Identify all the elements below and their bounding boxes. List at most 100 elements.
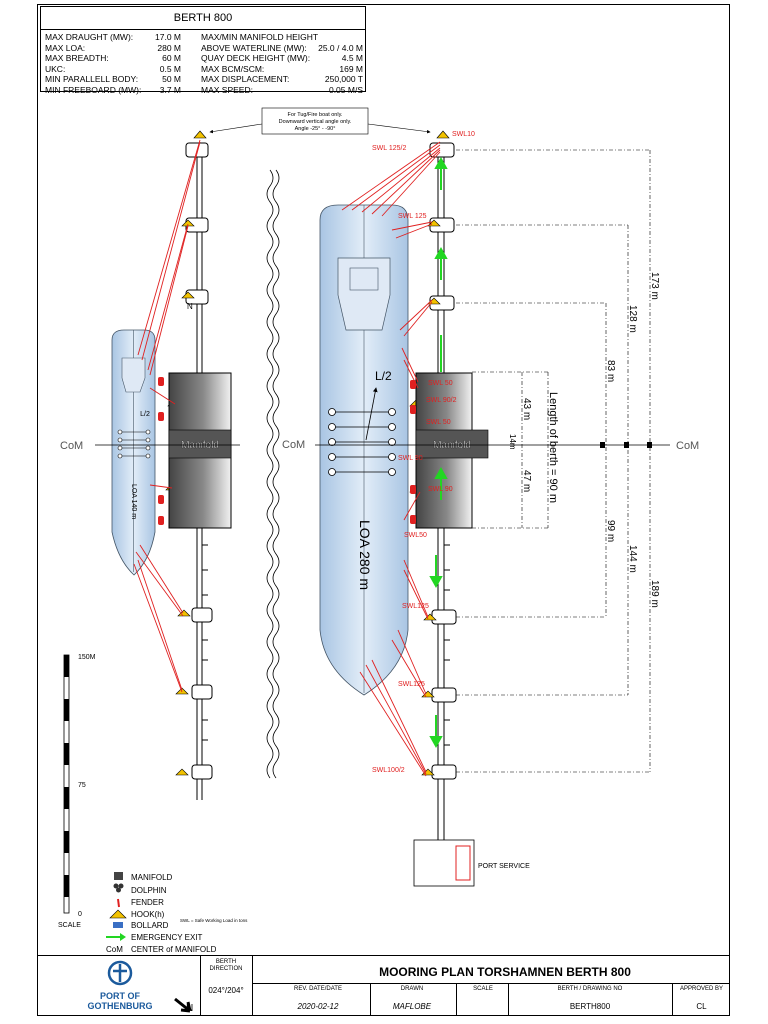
spec-row: UKC: 0.5 M xyxy=(45,64,181,75)
swl-label: SWL50 xyxy=(404,532,427,539)
legend-label: MANIFOLD xyxy=(131,873,173,882)
berth-spec-left: MAX DRAUGHT (MW): 17.0 M MAX LOA: 280 M MA… xyxy=(45,32,181,95)
spec-row: MAX DRAUGHT (MW): 17.0 M xyxy=(45,32,181,43)
swl-label: SWL10 xyxy=(452,131,475,138)
swl-label: SWL125 xyxy=(402,603,429,610)
dolphin-icon xyxy=(113,883,124,893)
divider xyxy=(508,983,509,1016)
spec-value: 60 M xyxy=(162,53,181,63)
spec-row: MAX/MIN MANIFOLD HEIGHT xyxy=(201,32,363,43)
swl-label: SWL 90/2 xyxy=(426,397,457,404)
spec-value: 169 M xyxy=(339,63,363,74)
fender-icon xyxy=(117,898,120,908)
divider xyxy=(252,955,253,1016)
port-service-label: PORT SERVICE xyxy=(478,863,530,870)
logo: PORT OF GOTHENBURG xyxy=(45,960,195,1012)
com-label-middle: CoM xyxy=(282,439,305,451)
spec-label: MAX DRAUGHT (MW): xyxy=(45,32,134,42)
scale-bottom-label: 0 xyxy=(78,911,82,918)
dimension-label: 128 m xyxy=(627,305,638,333)
spec-row: MIN FREEBOARD (MW): 3.7 M xyxy=(45,85,181,96)
title-block-border xyxy=(37,955,730,956)
logo-line1: PORT OF xyxy=(100,991,140,1001)
spec-label: MIN FREEBOARD (MW): xyxy=(45,84,142,95)
swl-label: SWL125 xyxy=(398,681,425,688)
tug-note-line: Angle -25° - -90° xyxy=(295,126,336,132)
spec-row: MIN PARALLELL BODY: 50 M xyxy=(45,74,181,85)
spec-value: 3.7 M xyxy=(159,84,181,95)
legend-label: DOLPHIN xyxy=(131,886,167,895)
divider xyxy=(370,983,371,1016)
approved-label: APPROVED BY xyxy=(679,986,723,992)
spec-row: MAX DISPLACEMENT:250,000 T xyxy=(201,74,363,85)
spec-label: MIN PARALLELL BODY: xyxy=(45,74,139,84)
divider xyxy=(672,983,673,1016)
drawing-no-value: BERTH800 xyxy=(569,1002,611,1011)
legend: MANIFOLD DOLPHIN FENDER HOOK(h) SWL = Sa… xyxy=(106,872,248,954)
dimension-label: 99 m xyxy=(605,520,616,542)
rev-date-value: 2020-02-12 xyxy=(297,1002,339,1011)
divider xyxy=(200,955,201,1016)
drawn-label: DRAWN xyxy=(400,986,424,992)
drawing-frame xyxy=(37,4,730,1016)
dimension-label: 14m xyxy=(508,434,517,450)
dimension-label: 189 m xyxy=(649,580,660,608)
spec-value: 25.0 / 4.0 M xyxy=(318,42,363,53)
dimension-label: 144 m xyxy=(627,545,638,573)
spec-row: MAX BCM/SCM: 169 M xyxy=(201,64,363,75)
scale-label: SCALE xyxy=(58,922,81,929)
spec-value: 0.05 M/S xyxy=(328,84,363,95)
north-arrow-icon xyxy=(174,997,192,1013)
emergency-exit-icon xyxy=(106,933,126,941)
legend-label: EMERGENCY EXIT xyxy=(131,933,203,942)
plan-title: MOORING PLAN TORSHAMNEN BERTH 800 xyxy=(379,965,631,979)
drawn-value: MAFLOBE xyxy=(392,1002,432,1011)
spec-label: MAX BCM/SCM: xyxy=(201,63,265,74)
north-label: N xyxy=(186,1003,194,1014)
legend-label: HOOK(h) xyxy=(131,910,165,919)
spec-row: MAX BREADTH: 60 M xyxy=(45,53,181,64)
bollard-icon xyxy=(113,922,123,928)
tug-note: For Tug/Fire boat only. Downward vertica… xyxy=(209,107,431,135)
spec-label: ABOVE WATERLINE (MW): xyxy=(201,42,307,53)
spec-label: MAX/MIN MANIFOLD HEIGHT xyxy=(201,32,319,42)
swl-label: SWL 50 xyxy=(428,380,453,387)
swl-label: SWL 125/2 xyxy=(372,145,406,152)
swl-label: SWL100/2 xyxy=(372,767,405,774)
port-logo-icon xyxy=(107,960,133,986)
berth-spec-right: MAX/MIN MANIFOLD HEIGHT ABOVE WATERLINE … xyxy=(201,32,363,95)
spec-value: 280 M xyxy=(157,42,181,53)
manifold-icon xyxy=(114,872,123,880)
berth-spec-title: BERTH 800 xyxy=(41,7,365,30)
swl-label: SWL 50 xyxy=(426,419,451,426)
dimension-label: 47 m xyxy=(521,470,532,492)
spec-label: MAX BREADTH: xyxy=(45,53,109,63)
tug-note-line: For Tug/Fire boat only. xyxy=(288,112,343,118)
spec-row: QUAY DECK HEIGHT (MW): 4.5 M xyxy=(201,53,363,64)
spec-label: MAX SPEED: xyxy=(201,84,253,95)
berth-direction-value: 024°/204° xyxy=(208,986,244,995)
spec-value: 50 M xyxy=(162,74,181,84)
spec-label: UKC: xyxy=(45,63,66,74)
swl-label: SWL 90 xyxy=(428,486,453,493)
swl-label: SWL 125 xyxy=(398,213,427,220)
logo-line2: GOTHENBURG xyxy=(87,1001,153,1011)
break-line xyxy=(266,169,274,779)
manifold-label-left: Manifold xyxy=(181,440,219,451)
divider xyxy=(456,983,457,1016)
rev-date-label: REV. DATE/DATE xyxy=(294,986,342,992)
spec-label: QUAY DECK HEIGHT (MW): xyxy=(201,53,311,63)
berth-length-label: Length of berth = 90 m xyxy=(547,392,559,503)
dimension-label: 43 m xyxy=(521,398,532,420)
scale-label: SCALE xyxy=(473,986,493,992)
legend-label: BOLLARD xyxy=(131,921,169,930)
scale-mid-label: 75 xyxy=(78,782,86,789)
spec-value: 4.5 M xyxy=(341,53,363,63)
legend-label: CENTER of MANIFOLD xyxy=(131,945,217,954)
spec-value: 17.0 M xyxy=(155,32,181,42)
half-length-label-small: L/2 xyxy=(140,411,150,418)
spec-value: 0.5 M xyxy=(159,63,181,74)
spec-label: MAX LOA: xyxy=(45,42,86,53)
left-berth: L/2 LOA 140 m Manifold CoM N xyxy=(60,130,240,800)
